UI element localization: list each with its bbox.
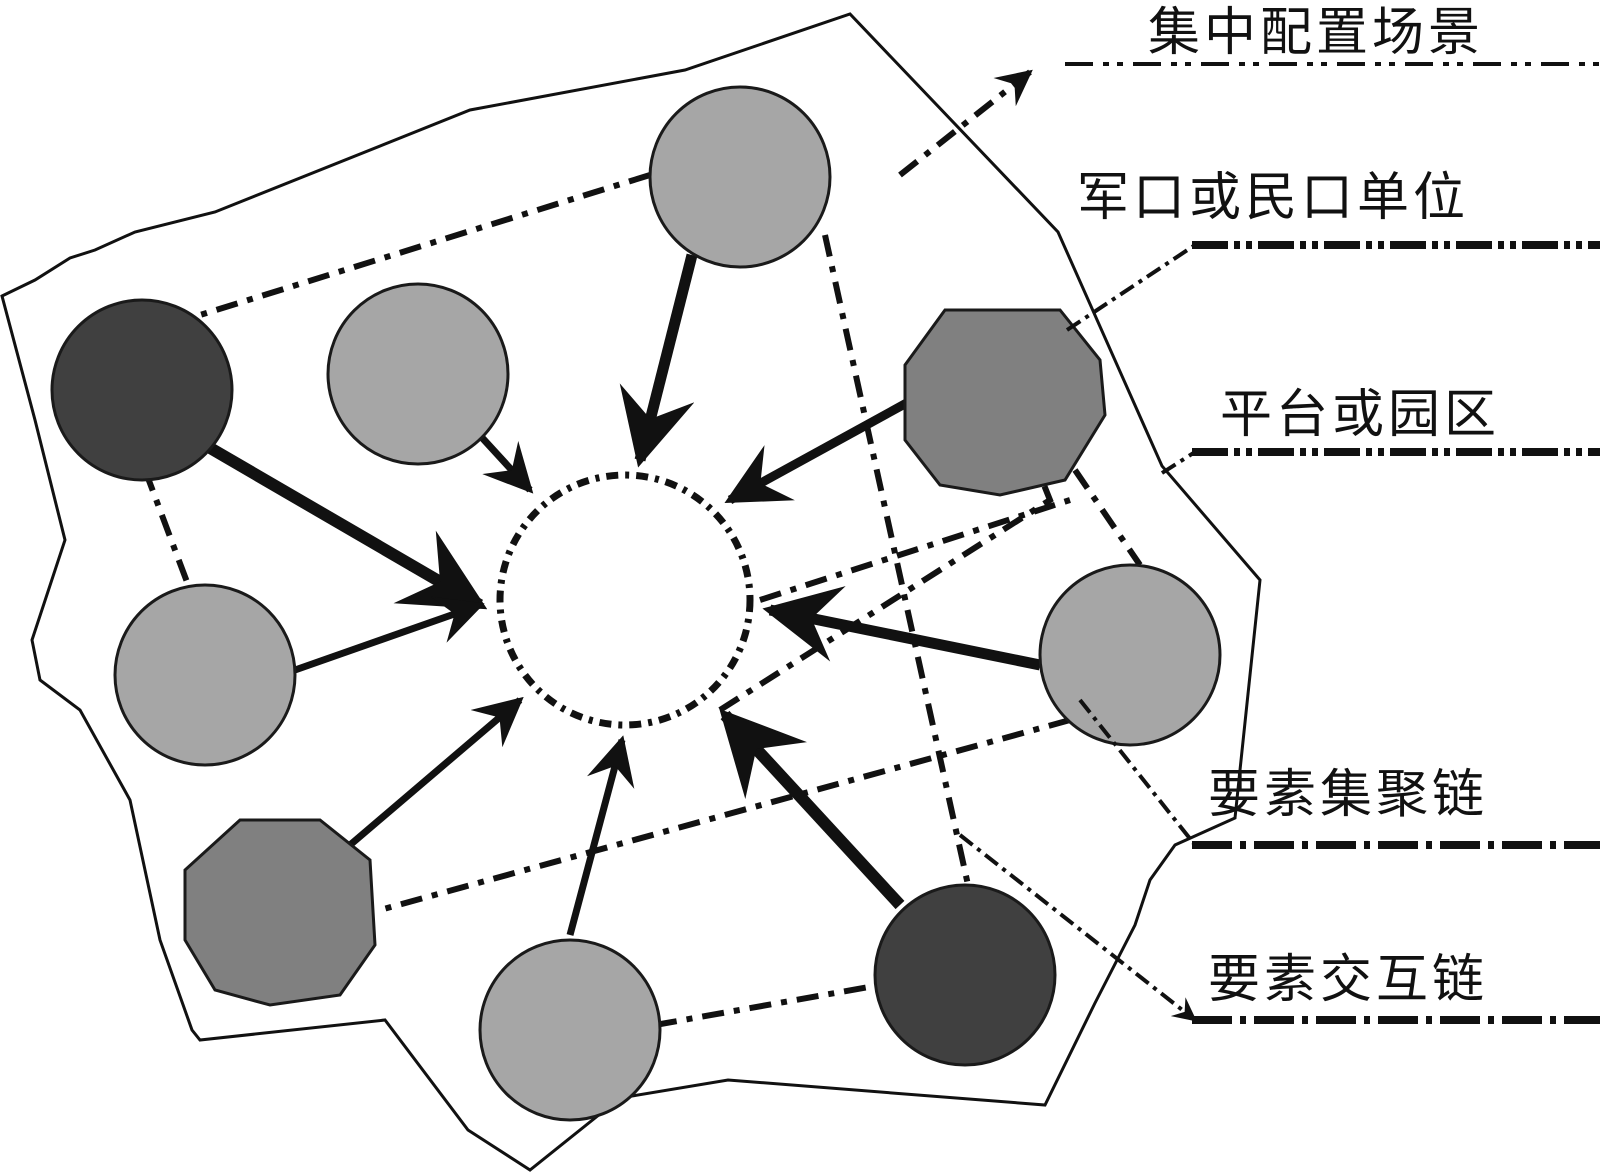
- link-element-to-center: [759, 497, 1071, 603]
- element-node-left: [113, 583, 297, 767]
- link-dark-left-to-light-left: [142, 468, 193, 592]
- platform-node-right: [903, 308, 1107, 497]
- arrow-light-mid-to-center: [472, 427, 534, 494]
- arrow-dark-bottom-to-center: [719, 708, 905, 910]
- arrow-top-to-center: [619, 253, 698, 468]
- leader-interaction: [958, 833, 1197, 1022]
- legend-aggregation-label: 要素集聚链: [1208, 765, 1488, 825]
- arrow-platform-left-to-center: [347, 696, 524, 848]
- legend-leaders: [898, 69, 1197, 1022]
- arrow-dark-left-to-center: [201, 439, 488, 611]
- link-diagonal-cross: [718, 473, 1054, 713]
- element-node-right: [1038, 563, 1222, 747]
- element-node-top: [648, 85, 832, 269]
- link-light-right-to-platform-left: [379, 717, 1071, 913]
- arrow-light-right-to-center: [762, 586, 1042, 671]
- scene-boundary: [0, 12, 1262, 1172]
- aggregation-chain-arrows: [201, 253, 1042, 936]
- link-light-bottom-to-dark-bottom: [654, 982, 881, 1028]
- legend-unit-label: 军口或民口单位: [1077, 168, 1469, 228]
- link-top-to-dark-left: [199, 172, 651, 318]
- unit-node-bottom: [873, 883, 1057, 1067]
- legend-scene-label: 集中配置场景: [1148, 3, 1484, 63]
- link-top-to-dark-bottom: [822, 234, 971, 886]
- leader-platform: [1160, 450, 1197, 475]
- link-platform-to-light-right: [1072, 468, 1143, 567]
- unit-node-left: [50, 298, 234, 482]
- element-node-mid-left: [326, 282, 510, 466]
- arrow-light-bottom-to-center: [566, 735, 635, 936]
- leader-unit: [1065, 243, 1197, 332]
- legend-interaction-label: 要素交互链: [1208, 950, 1488, 1010]
- element-node-bottom: [478, 938, 662, 1122]
- arrow-platform-to-center: [724, 396, 915, 504]
- legend-line-samples: [1065, 62, 1600, 1024]
- legend-platform-label: 平台或园区: [1220, 385, 1500, 445]
- central-hub: [496, 471, 754, 729]
- arrow-light-left-to-center: [293, 596, 485, 674]
- legend-labels: 集中配置场景 军口或民口单位 平台或园区 要素集聚链 要素交互链: [1077, 3, 1500, 1010]
- nodes: [50, 85, 1222, 1122]
- leader-scene: [898, 69, 1033, 178]
- platform-node-left: [183, 818, 377, 1007]
